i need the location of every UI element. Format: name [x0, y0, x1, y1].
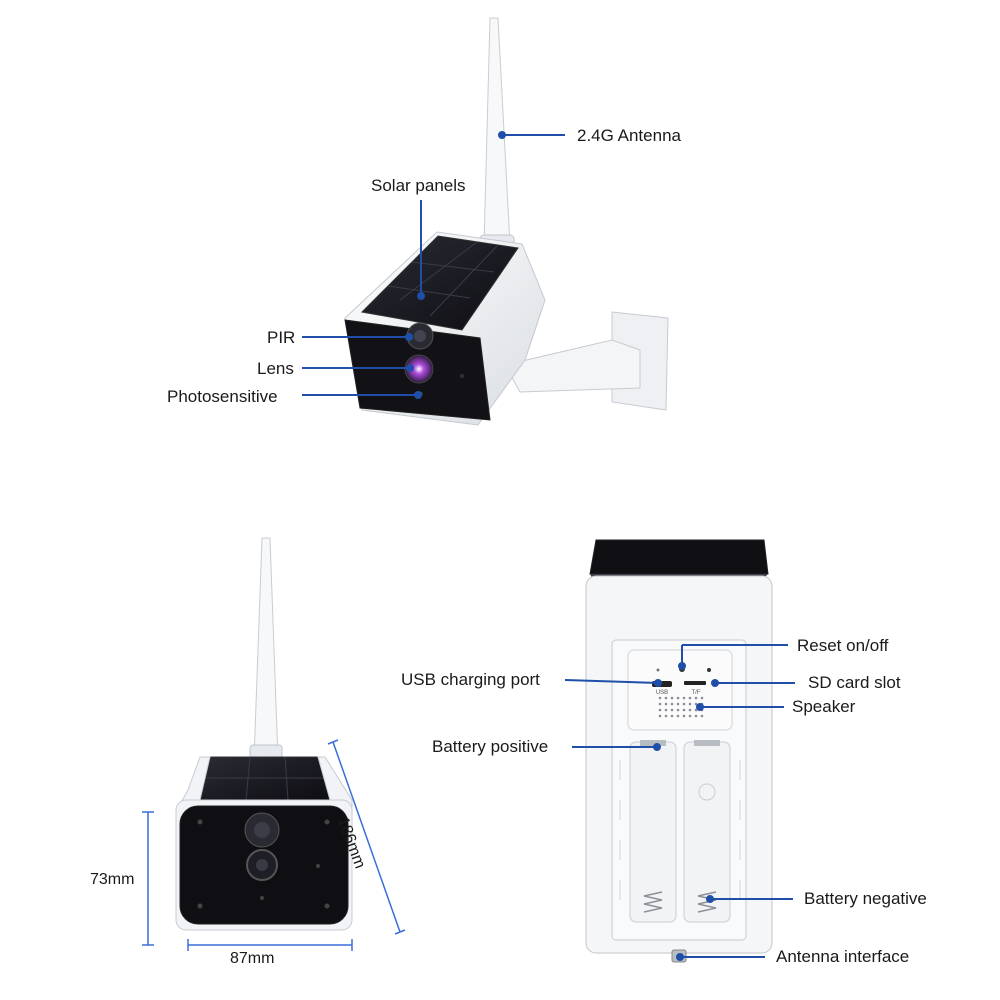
label-antenna-interface: Antenna interface: [776, 947, 910, 966]
dimension-width: 87mm: [230, 950, 275, 967]
label-antenna: 2.4G Antenna: [577, 126, 681, 145]
label-pir: PIR: [267, 328, 296, 347]
battery-slot-left: [629, 741, 677, 923]
port-panel: [627, 649, 733, 731]
back-callouts: [564, 644, 795, 961]
label-photosensitive: Photosensitive: [167, 387, 278, 406]
label-sd-slot: SD card slot: [808, 673, 901, 692]
tf-mark: T/F: [692, 690, 701, 696]
dimension-lines: [142, 739, 406, 951]
front-antenna: [253, 537, 279, 761]
label-lens: Lens: [257, 359, 294, 378]
camera-angled-view: [344, 17, 669, 426]
battery-springs: [643, 891, 717, 913]
label-solar-panels: Solar panels: [371, 176, 466, 195]
label-speaker: Speaker: [792, 697, 856, 716]
battery-slot-right: [683, 741, 731, 923]
back-solar-top: [589, 539, 769, 575]
camera-back-view: USB T/F: [585, 539, 773, 963]
antenna: [483, 17, 511, 246]
bracket-arm: [504, 339, 641, 393]
label-battery-negative: Battery negative: [804, 889, 927, 908]
sd-slot: [684, 681, 706, 685]
label-battery-positive: Battery positive: [432, 737, 549, 756]
usb-mark: USB: [656, 690, 668, 696]
dimension-height: 73mm: [90, 871, 135, 888]
solar-panel-angled: [360, 235, 519, 331]
label-usb-port: USB charging port: [401, 670, 540, 689]
label-reset: Reset on/off: [797, 636, 889, 655]
top-callouts: [302, 131, 565, 399]
camera-front-view: [175, 537, 353, 931]
